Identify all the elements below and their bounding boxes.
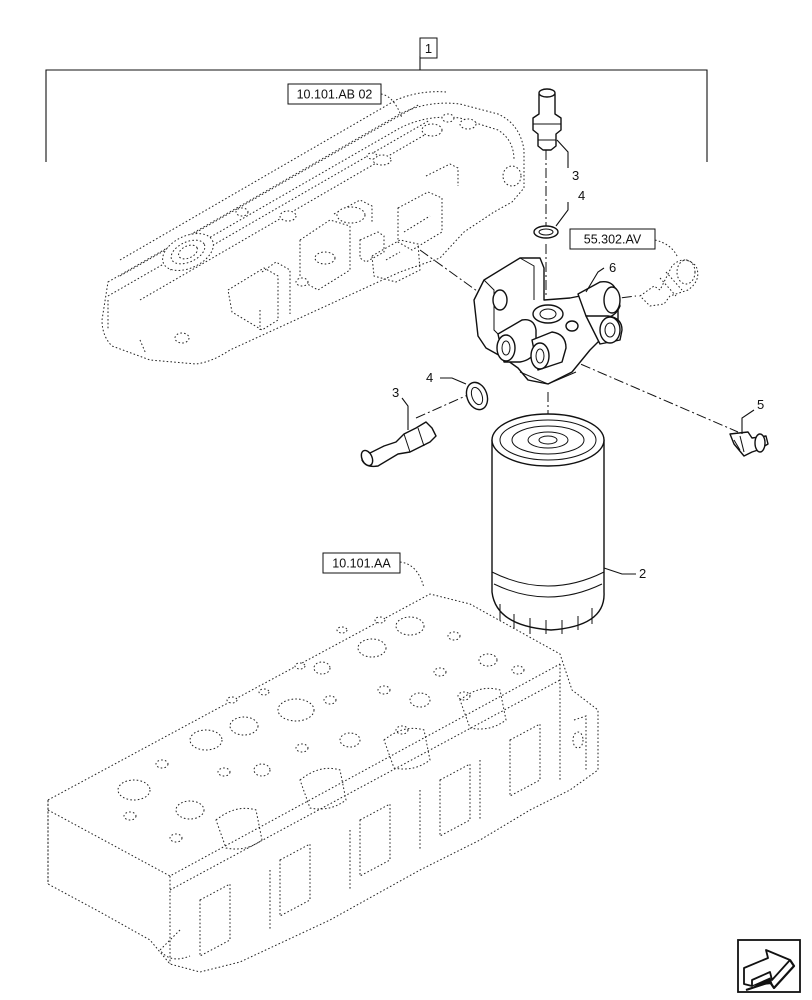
leader-4-left [440,377,467,385]
callout-3-left: 3 [392,385,399,400]
leader-3-top [556,139,569,168]
callout-4-top: 4 [578,188,585,203]
callout-2: 2 [639,566,646,581]
ref-box-sensor[interactable]: 55.302.AV [569,228,656,250]
washer-top [533,225,559,239]
leader-sensor [654,239,679,259]
svg-text:10.101.AA: 10.101.AA [332,557,391,571]
callout-4-left: 4 [426,370,433,385]
arrow-icon[interactable] [737,939,801,993]
fitting-top [532,88,562,151]
leader-5 [741,409,755,434]
callout-3-top: 3 [572,168,579,183]
bolt [729,431,769,457]
cylinder-head-ghost [47,593,599,973]
leader-4-top [555,202,569,227]
svg-text:1: 1 [425,41,432,56]
leader-cylinder-head [399,561,425,589]
ref-box-rocker-cover[interactable]: 10.101.AB 02 [287,83,382,105]
leader-3-left [401,397,409,430]
leader-2 [603,567,636,575]
callout-5: 5 [757,397,764,412]
svg-text:10.101.AB 02: 10.101.AB 02 [297,88,373,102]
svg-text:55.302.AV: 55.302.AV [584,233,642,247]
fitting-left [360,421,437,468]
washer-left [465,381,489,411]
callout-1: 1 [419,37,438,59]
filter-head [473,257,623,385]
leader-6 [585,267,605,293]
filter-element [491,413,605,634]
sensor-ghost [639,259,699,307]
ref-box-cylinder-head[interactable]: 10.101.AA [322,552,401,574]
callout-6: 6 [609,260,616,275]
rocker-cover-ghost [101,91,525,365]
